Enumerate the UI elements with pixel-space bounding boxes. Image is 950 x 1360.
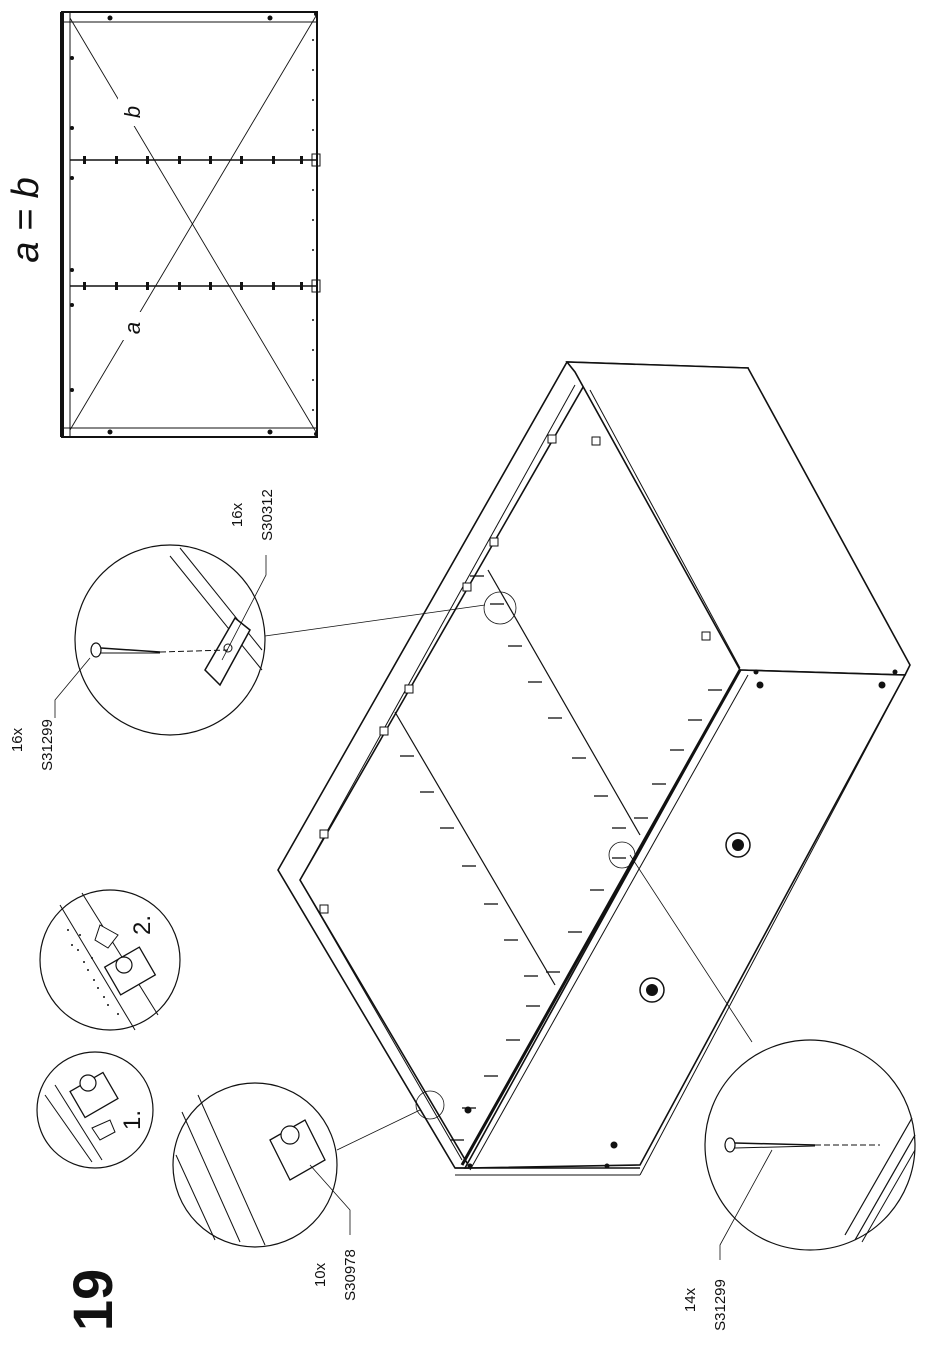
cabinet-illustration <box>278 362 910 1175</box>
diagonal-a-line <box>70 16 316 430</box>
part-quantity-nail-bottom: 14x <box>682 1287 699 1312</box>
part-code-bracket: S30312 <box>259 489 276 541</box>
diagonal-a-label: a <box>120 322 145 334</box>
part-code-cam-block: S30978 <box>342 1249 359 1301</box>
part-quantity-bracket: 16x <box>229 502 246 527</box>
diagonal-b-label: b <box>120 106 145 118</box>
part-code-nail-bottom: S31299 <box>712 1279 729 1331</box>
diagonal-b-line <box>70 18 316 432</box>
part-quantity-nail-top: 16x <box>9 727 26 752</box>
substep-1-label: 1. <box>119 1110 146 1130</box>
part-code-nail-top: S31299 <box>39 719 56 771</box>
detail-cam-block <box>173 1083 444 1247</box>
diagonal-equation: a = b <box>5 177 47 263</box>
nail-part-top <box>91 643 228 657</box>
part-quantity-cam-block: 10x <box>312 1262 329 1287</box>
diagonal-check-diagram: a b <box>62 12 320 437</box>
bracket-part <box>205 618 250 685</box>
detail-substep-2 <box>40 890 180 1030</box>
step-number: 19 <box>61 1269 124 1331</box>
substep-2-label: 2. <box>129 915 156 935</box>
